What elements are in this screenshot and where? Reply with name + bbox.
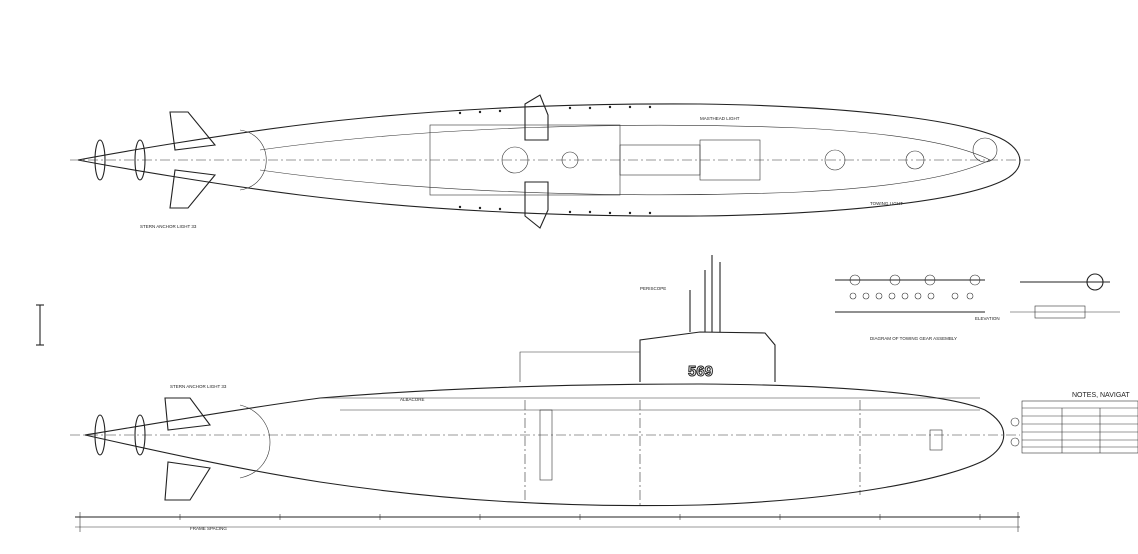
elevation-label: ELEVATION bbox=[975, 316, 1000, 321]
side-stern-anchor-light-label: STERN ANCHOR LIGHT 33 bbox=[170, 384, 227, 389]
notes-table: NOTES, NAVIGAT bbox=[1010, 392, 1138, 454]
stern-anchor-light-label: STERN ANCHOR LIGHT 33 bbox=[140, 224, 197, 229]
ship-name: ALBACORE bbox=[400, 397, 425, 402]
hull-number: 569 bbox=[688, 363, 713, 380]
towing-light-label: TOWING LIGHT bbox=[870, 201, 903, 206]
notes-title: NOTES, NAVIGAT bbox=[1072, 392, 1130, 399]
margin-mark bbox=[36, 304, 44, 346]
towing-gear-title: DIAGRAM OF TOWING GEAR ASSEMBLY bbox=[870, 336, 957, 341]
masthead-light-label: MASTHEAD LIGHT bbox=[700, 116, 740, 121]
frame-spacing-label: FRAME SPACING bbox=[190, 526, 227, 531]
plan-view: STERN ANCHOR LIGHT 33 MASTHEAD LIGHT TOW… bbox=[70, 94, 1030, 229]
towing-gear-diagram: DIAGRAM OF TOWING GEAR ASSEMBLY ELEVATIO… bbox=[835, 273, 1120, 341]
periscope-label: PERISCOPE bbox=[640, 286, 666, 291]
side-view: 569 ALBACORE PERISCOPE STERN ANCHOR LIGH… bbox=[70, 255, 1020, 532]
plan-view-rivets bbox=[458, 105, 652, 215]
